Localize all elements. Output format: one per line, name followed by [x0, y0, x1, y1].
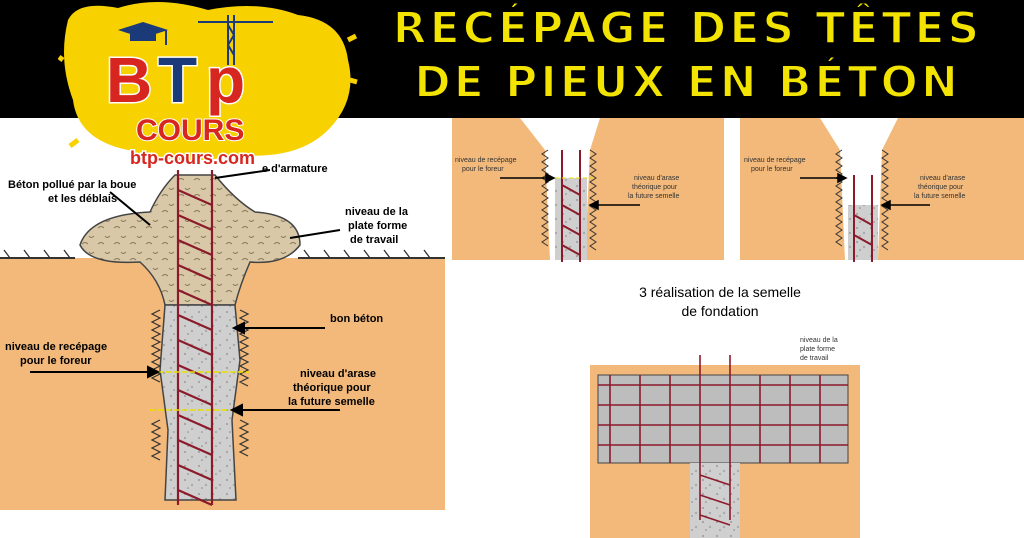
- panel-a-arase-1: niveau d'arase: [634, 175, 679, 182]
- logo-letter-p: p: [206, 44, 245, 116]
- label-plateforme-3: de travail: [350, 234, 398, 246]
- label-armature: e d'armature: [262, 163, 328, 175]
- panel-c-caption-2: de fondation: [681, 303, 758, 319]
- label-arase-1: niveau d'arase: [300, 368, 376, 380]
- pile-shaft-a: [555, 178, 587, 260]
- title-line-2: de pieux en béton: [413, 56, 961, 109]
- panel-a-diagram: niveau de recépage pour le foreur niveau…: [452, 118, 724, 262]
- panel-a-arase-3: la future semelle: [628, 193, 679, 200]
- panel-c-plateforme-1: niveau de la: [800, 337, 838, 344]
- footing: [597, 374, 849, 464]
- left-pile-diagram: e d'armature Béton pollué par la boue et…: [0, 118, 445, 510]
- label-recepage-1: niveau de recépage: [5, 341, 107, 353]
- pile-shaft-left: [159, 304, 241, 501]
- page-title: Recépage des têtes de pieux en béton: [355, 2, 1020, 110]
- panel-a-recepage-2: pour le foreur: [462, 166, 504, 173]
- panel-b-recepage-2: pour le foreur: [751, 166, 793, 173]
- panel-c-plateforme-3: de travail: [800, 355, 829, 362]
- panel-b-arase-1: niveau d'arase: [920, 175, 965, 182]
- panel-b-arase-2: théorique pour: [918, 184, 964, 191]
- panel-b-arase-3: la future semelle: [914, 193, 965, 200]
- logo-website: btp-cours.com: [130, 148, 255, 168]
- label-plateforme-2: plate forme: [348, 220, 407, 232]
- label-arase-3: la future semelle: [288, 396, 375, 408]
- crane-icon: [198, 15, 273, 65]
- graduation-cap-icon: [118, 22, 168, 45]
- panel-a-arase-2: théorique pour: [632, 184, 678, 191]
- label-beton-pollue-2: et les déblais: [48, 193, 117, 205]
- panel-c-plateforme-2: plate forme: [800, 346, 835, 353]
- panel-c-caption-1: 3 réalisation de la semelle: [639, 284, 801, 300]
- label-recepage-2: pour le foreur: [20, 355, 92, 367]
- panel-a-recepage-1: niveau de recépage: [455, 157, 517, 164]
- pile-shaft-b: [848, 205, 878, 260]
- label-bon-beton: bon béton: [330, 313, 383, 325]
- panel-b-diagram: niveau de recépage pour le foreur niveau…: [740, 118, 1024, 262]
- title-line-1: Recépage des têtes: [392, 2, 983, 55]
- logo-letter-b: B: [106, 44, 152, 116]
- panel-b-recepage-1: niveau de recépage: [744, 157, 806, 164]
- logo-brand: COURS: [136, 114, 244, 147]
- btp-cours-logo: B T p COURS btp-cours.com: [58, 1, 358, 170]
- label-beton-pollue-1: Béton pollué par la boue: [8, 179, 136, 191]
- label-plateforme-1: niveau de la: [345, 206, 409, 218]
- polluted-concrete: [79, 174, 301, 306]
- panel-c-diagram: 3 réalisation de la semelle de fondation…: [590, 284, 860, 538]
- logo-letter-t: T: [158, 44, 197, 116]
- label-arase-2: théorique pour: [293, 382, 371, 394]
- logo-yellow-splash: [64, 1, 351, 161]
